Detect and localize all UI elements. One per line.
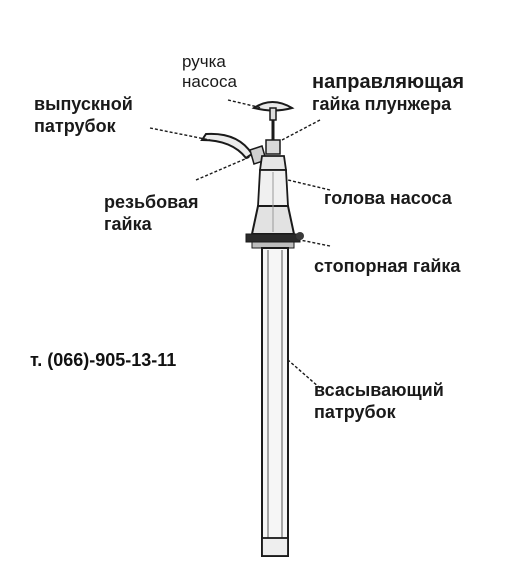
leader-suction-pipe [287, 359, 321, 389]
label-threaded-nut-line1: резьбовая [104, 192, 199, 212]
phone-number: т. (066)-905-13-11 [30, 350, 177, 370]
pump-head-shape [250, 155, 296, 235]
label-pump-handle-line1: ручка [182, 52, 226, 71]
label-suction-pipe-line1: всасывающий [314, 380, 444, 400]
leader-threaded-nut [195, 155, 253, 181]
label-pump-handle-line2: насоса [182, 72, 237, 92]
label-suction-pipe-line2: патрубок [314, 401, 396, 422]
outlet-pipe-shape [200, 132, 254, 160]
leader-lines [149, 99, 331, 389]
suction-pipe-shape [261, 247, 289, 557]
leader-pump-head [287, 179, 331, 191]
pump-handle-shape [251, 101, 295, 121]
leader-lock-nut [299, 239, 331, 247]
label-lock-nut: стопорная гайка [314, 256, 461, 276]
label-outlet-pipe-line2: патрубок [34, 115, 116, 136]
leader-pump-handle [227, 99, 263, 109]
label-pump-handle: ручка насоса [182, 52, 237, 93]
label-pump-head: голова насоса [324, 188, 452, 208]
label-plunger-guide-nut-line2: гайка плунжера [312, 94, 452, 114]
label-outlet-pipe-line1: выпускной [34, 94, 133, 114]
label-suction-pipe: всасывающий патрубок [314, 380, 444, 423]
label-threaded-nut-line2: гайка [104, 213, 152, 234]
leader-outlet-pipe [149, 127, 211, 141]
label-threaded-nut: резьбовая гайка [104, 192, 198, 235]
guide-nut-shape [265, 139, 281, 155]
label-plunger-guide-nut-line1: направляющая [312, 71, 465, 93]
label-plunger-guide-nut: направляющая гайка плунжера [312, 70, 464, 116]
label-outlet-pipe: выпускной патрубок [34, 94, 133, 137]
leader-guide-nut [281, 119, 321, 141]
lock-nut-shape [245, 232, 304, 249]
